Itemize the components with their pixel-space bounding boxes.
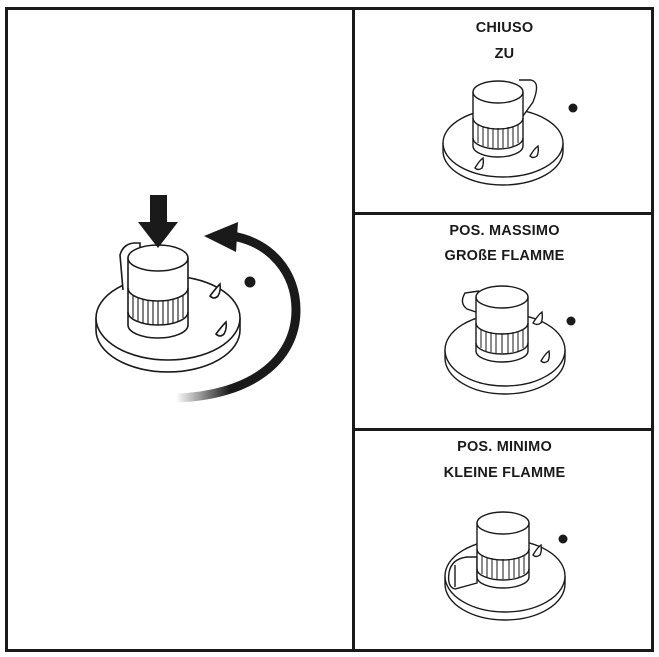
panel-max-title: POS. MASSIMO (449, 223, 560, 239)
horizontal-divider-1 (352, 212, 654, 215)
vertical-divider (352, 7, 355, 652)
horizontal-divider-2 (352, 428, 654, 431)
panel-closed-subtitle: ZU (494, 46, 515, 62)
knob-closed-position-icon (442, 79, 578, 186)
knob-min-flame-icon (444, 511, 568, 621)
panel-min-title: POS. MINIMO (457, 439, 552, 455)
panel-min-flame: POS. MINIMO KLEINE FLAMME (355, 431, 654, 652)
panel-closed: CHIUSO ZU (355, 10, 654, 212)
panel-max-subtitle: GROßE FLAMME (444, 248, 565, 264)
diagram-frame (5, 7, 654, 652)
knob-max-flame-icon (444, 285, 576, 395)
panel-min-subtitle: KLEINE FLAMME (443, 465, 566, 481)
panel-max-flame: POS. MASSIMO GROßE FLAMME (355, 215, 654, 428)
panel-closed-title: CHIUSO (475, 20, 534, 36)
